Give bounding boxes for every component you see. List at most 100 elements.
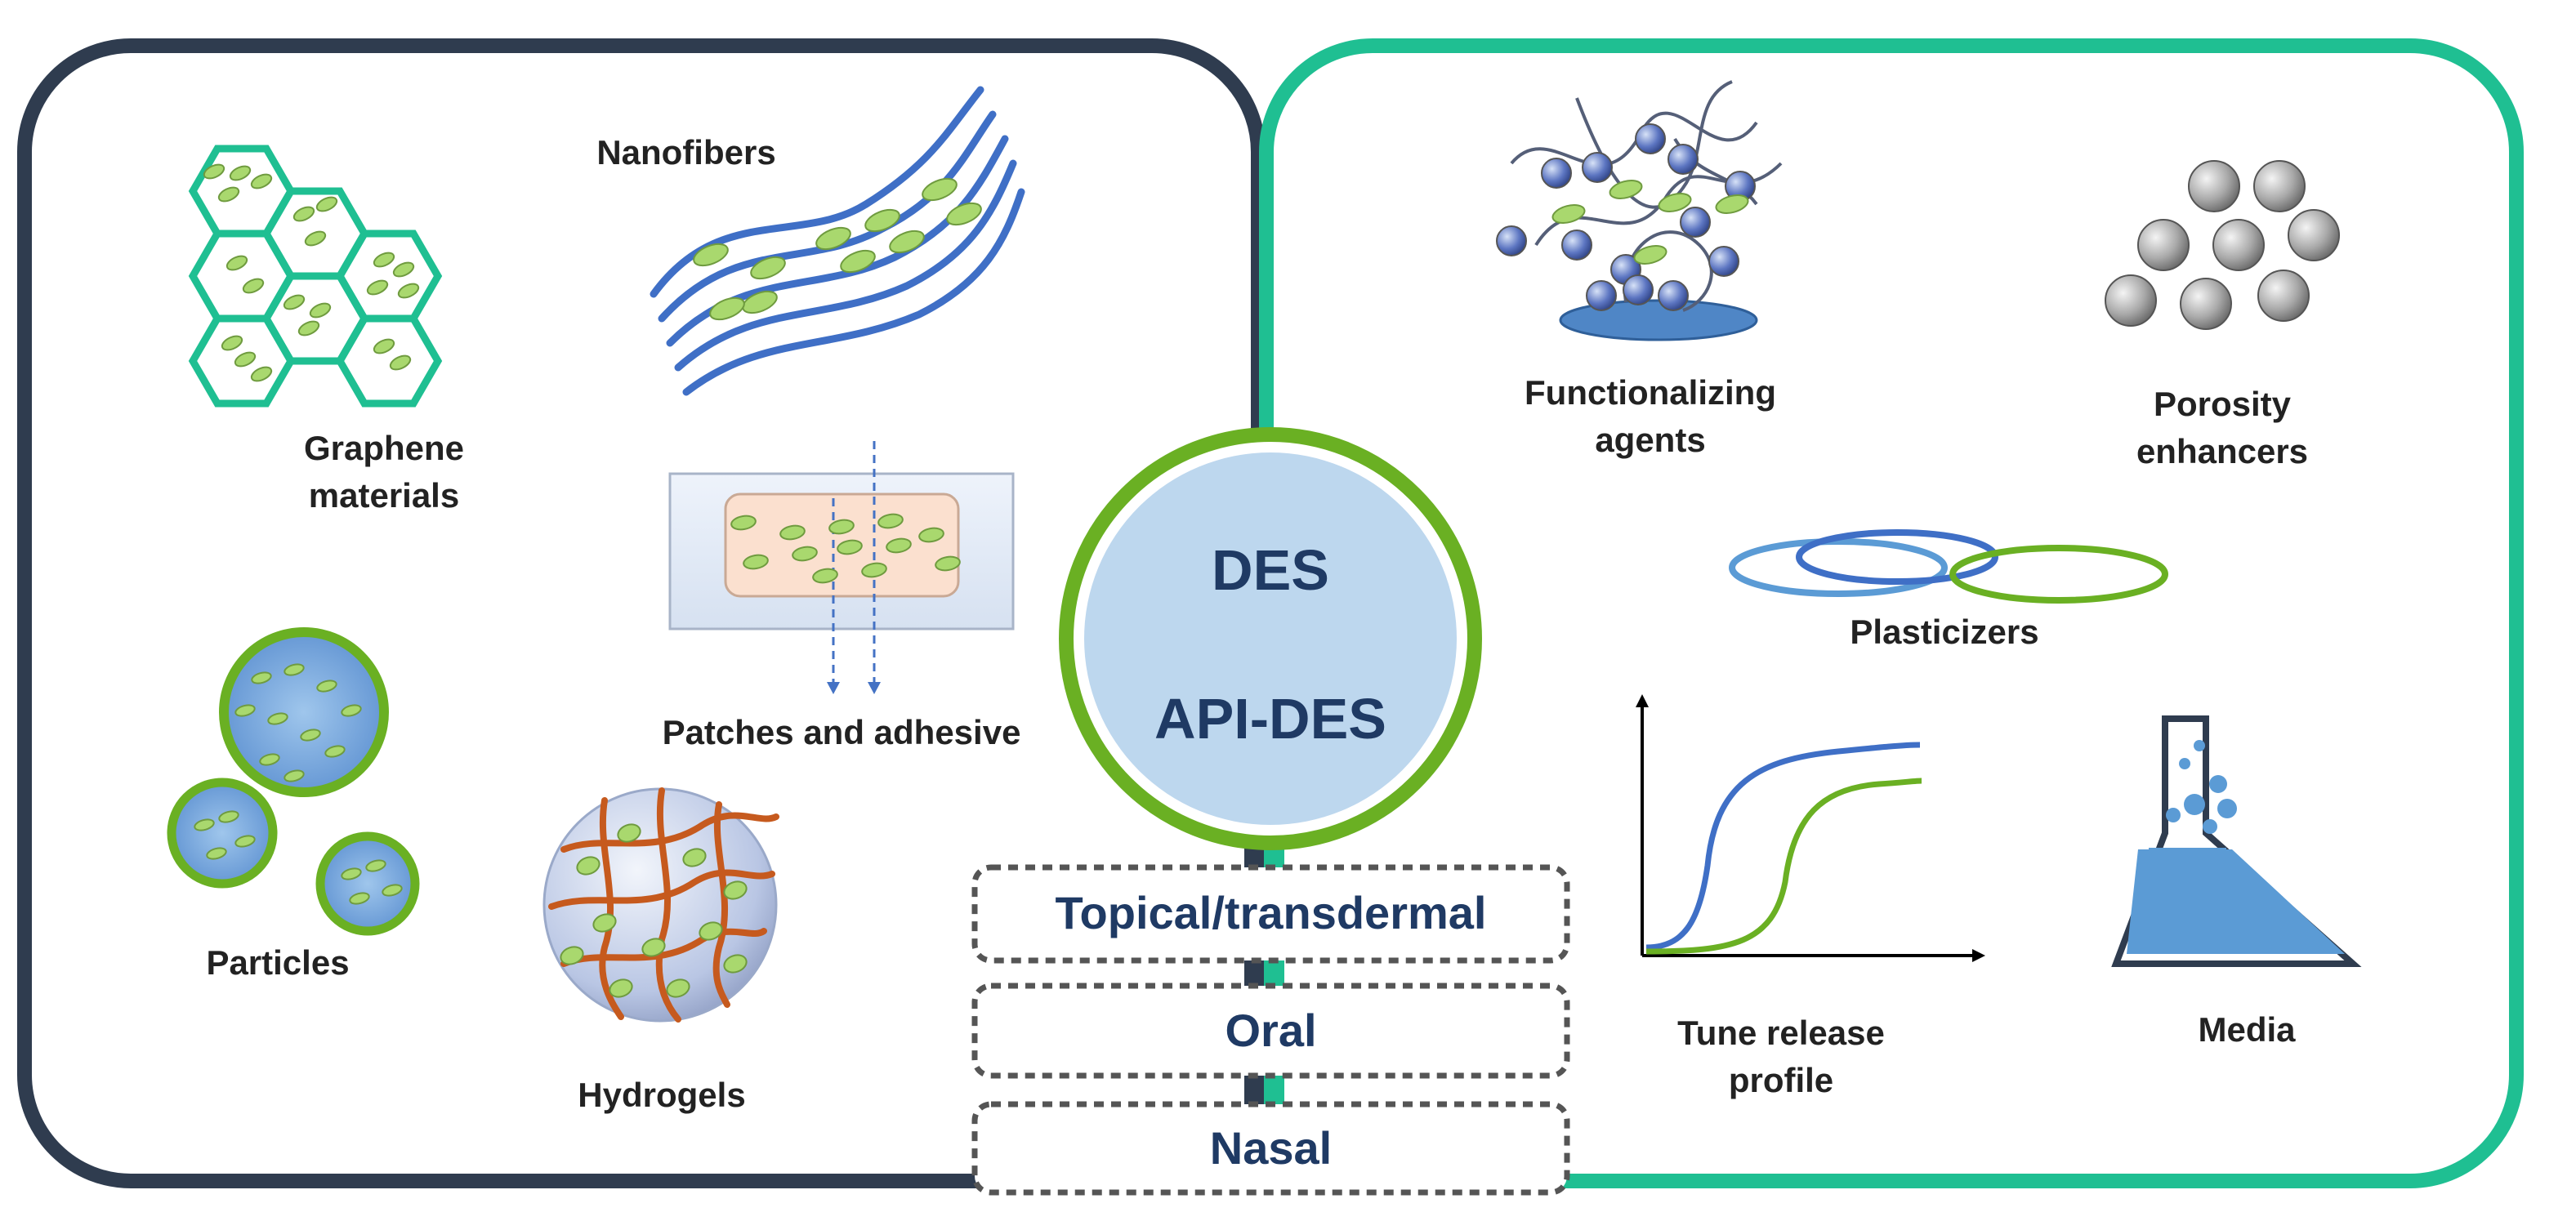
drug-particle <box>242 278 265 294</box>
hydrogel-drug-cluster <box>560 823 748 998</box>
label-patches-adhesive: Patches and adhesive <box>662 713 1021 751</box>
drug-particle <box>792 546 818 562</box>
media-flask-icon <box>2111 715 2362 967</box>
graphene-drug-cluster <box>203 163 420 382</box>
sphere <box>2288 209 2340 261</box>
drug-particle <box>365 859 386 872</box>
drug-particle <box>828 519 855 535</box>
drug-particle <box>206 847 227 860</box>
drug-particle <box>309 302 332 319</box>
drug-particle <box>259 753 280 766</box>
drug-particle <box>382 884 403 897</box>
drug-particle <box>349 892 370 905</box>
drug-particle <box>217 186 240 203</box>
drug-particle <box>283 294 306 310</box>
label-porosity-enhancers: Porosity enhancers <box>2136 385 2309 470</box>
drug-particle <box>935 555 961 572</box>
drug-particle <box>861 562 887 578</box>
drug-particle <box>283 769 305 782</box>
nanofiber-drug-cluster <box>693 177 982 321</box>
particle-drug-cluster <box>194 663 403 905</box>
plasticizers-icon <box>1729 529 2168 604</box>
drug-particle <box>392 261 415 278</box>
drug-particle <box>840 249 876 274</box>
patch-icon <box>668 441 1015 694</box>
sphere <box>1582 152 1613 183</box>
center-title-api-des: API-DES <box>1154 687 1386 751</box>
label-media: Media <box>2198 1010 2296 1049</box>
route-oral: Oral <box>1225 1005 1317 1056</box>
label-hydrogels: Hydrogels <box>578 1076 746 1114</box>
drug-particle <box>946 202 982 226</box>
drug-particle <box>229 165 252 181</box>
drug-particle <box>1715 194 1749 214</box>
drug-particle <box>609 978 633 998</box>
route-box-oral <box>971 983 1570 1079</box>
drug-particle <box>723 954 748 974</box>
drug-particle <box>397 283 420 299</box>
patch-drug-cluster <box>730 513 961 584</box>
drug-particle <box>300 729 321 742</box>
porosity-enhancers-icon <box>2105 160 2340 330</box>
drug-particle <box>283 663 305 676</box>
sphere <box>2180 278 2232 330</box>
center-title-des: DES <box>1212 538 1329 602</box>
sphere <box>2212 219 2265 271</box>
route-nasal: Nasal <box>1209 1122 1333 1174</box>
drug-particle <box>709 296 745 321</box>
drug-particle <box>267 712 288 725</box>
sphere <box>1680 207 1711 238</box>
sphere <box>1708 246 1739 277</box>
drug-particle <box>225 255 248 271</box>
drug-particle <box>315 196 338 212</box>
route-box-topical <box>971 864 1570 964</box>
label-particles: Particles <box>206 943 350 982</box>
drug-particle <box>218 810 239 823</box>
drug-particle <box>837 539 863 555</box>
drug-particle <box>723 880 748 900</box>
drug-particle <box>234 351 257 368</box>
drug-particle <box>194 818 215 831</box>
route-topical-transdermal: Topical/transdermal <box>1055 887 1487 938</box>
drug-particle <box>886 537 912 554</box>
drug-particle <box>1609 180 1643 199</box>
drug-particle <box>699 921 723 941</box>
drug-particle <box>234 704 256 717</box>
drug-particle <box>864 208 900 233</box>
sphere <box>1667 144 1699 175</box>
sphere <box>1561 230 1592 261</box>
drug-particle <box>221 335 243 351</box>
drug-particle <box>779 524 806 541</box>
sphere <box>2105 274 2157 327</box>
sphere <box>2257 270 2310 322</box>
drug-particle <box>251 671 272 684</box>
sphere <box>1623 274 1654 305</box>
drug-particle <box>815 226 851 251</box>
route-box-nasal <box>971 1101 1570 1196</box>
des-circle-fill <box>1084 452 1457 825</box>
sphere <box>2253 160 2306 212</box>
drug-particle <box>1658 193 1692 212</box>
label-tune-release-profile: Tune release profile <box>1677 1014 1885 1099</box>
sphere <box>1586 280 1617 311</box>
sphere <box>2137 219 2190 271</box>
drug-particle <box>341 867 362 880</box>
drug-particle <box>576 856 600 876</box>
drug-particle <box>889 230 925 254</box>
drug-particle <box>324 745 346 758</box>
drug-particle <box>750 256 786 280</box>
drug-particle <box>1551 204 1586 224</box>
sphere <box>1635 123 1666 154</box>
drug-particle <box>1633 245 1667 265</box>
label-functionalizing-agents: Functionalizing agents <box>1525 373 1776 459</box>
drug-particle <box>730 515 757 531</box>
drug-particle <box>693 243 729 267</box>
drug-particle <box>292 206 315 222</box>
drug-particle <box>373 338 395 354</box>
drug-particle <box>250 173 273 189</box>
drug-particle <box>373 252 395 268</box>
drug-particle <box>666 978 690 998</box>
drug-particle <box>617 823 641 843</box>
label-nanofibers: Nanofibers <box>596 133 776 172</box>
drug-particle <box>304 230 327 247</box>
